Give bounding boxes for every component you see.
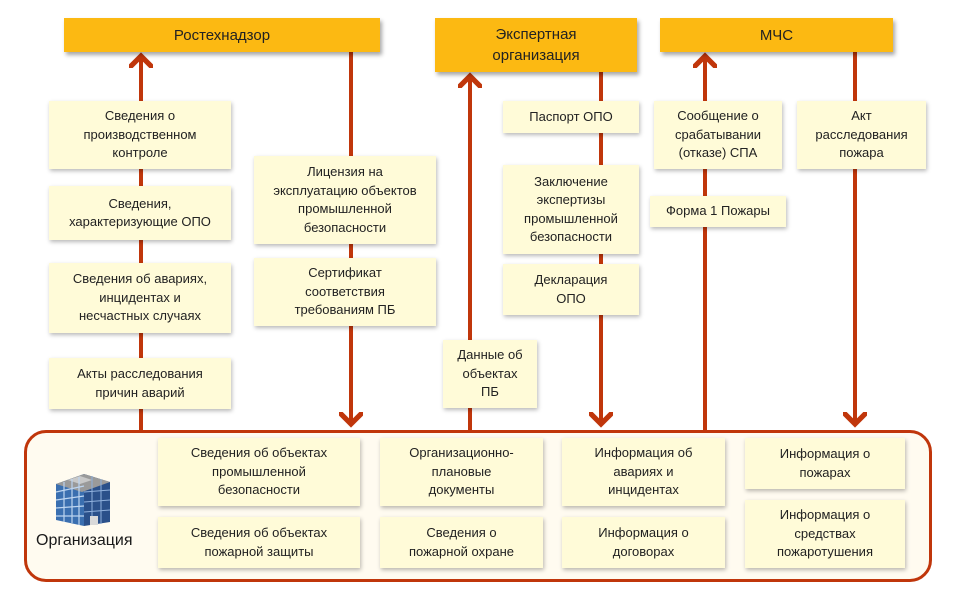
header-mchs-label: МЧС (759, 26, 794, 44)
box-form1-fires: Форма 1 Пожары (650, 196, 786, 227)
box-text: Декларация ОПО (534, 272, 608, 306)
box-text: Сведения об объектах пожарной защиты (190, 525, 328, 559)
org-item-accidents-incidents: Информация об авариях и инцидентах (562, 438, 725, 506)
box-text: Информация о средствах пожаротушения (777, 507, 873, 560)
box-opo-passport: Паспорт ОПО (503, 101, 639, 133)
box-expertise-conclusion: Заключение экспертизы промышленной безоп… (503, 165, 639, 254)
box-text: Акт расследования пожара (815, 108, 908, 161)
box-text: Информация об авариях и инцидентах (594, 445, 693, 498)
org-item-industrial-safety-objects: Сведения об объектах промышленной безопа… (158, 438, 360, 506)
organization-label: Организация (36, 532, 133, 549)
org-item-extinguishing-means: Информация о средствах пожаротушения (745, 500, 905, 568)
box-spa-message: Сообщение о срабатывании (отказе) СПА (654, 101, 782, 169)
box-license: Лицензия на эксплуатацию объектов промыш… (254, 156, 436, 244)
box-text: Сведения о производственном контроле (83, 108, 197, 161)
box-text: Форма 1 Пожары (666, 203, 770, 219)
box-text: Сведения, характеризующие ОПО (69, 195, 211, 230)
box-text: Сертификат соответствия требованиям ПБ (294, 265, 396, 318)
org-item-planning-documents: Организационно- плановые документы (380, 438, 543, 506)
box-accident-investigation-acts: Акты расследования причин аварий (49, 358, 231, 409)
box-text: Паспорт ОПО (529, 108, 613, 124)
box-pb-objects-data: Данные об объектах ПБ (443, 340, 537, 408)
org-item-fire-protection-objects: Сведения об объектах пожарной защиты (158, 517, 360, 568)
org-item-fires: Информация о пожарах (745, 438, 905, 489)
org-item-contracts: Информация о договорах (562, 517, 725, 568)
box-production-control-info: Сведения о производственном контроле (49, 101, 231, 169)
header-expert-organization: Экспертная организация (435, 18, 637, 72)
box-opo-declaration: Декларация ОПО (503, 264, 639, 315)
header-rostekhnadzor: Ростехнадзор (64, 18, 380, 52)
header-mchs: МЧС (660, 18, 893, 52)
box-text: Сообщение о срабатывании (отказе) СПА (674, 108, 762, 161)
box-fire-investigation-act: Акт расследования пожара (797, 101, 926, 169)
box-accidents-info: Сведения об авариях, инцидентах и несчас… (49, 263, 231, 333)
org-item-fire-brigade-info: Сведения о пожарной охране (380, 517, 543, 568)
header-rostekhnadzor-label: Ростехнадзор (173, 26, 271, 44)
header-expert-line1: Экспертная (495, 26, 577, 43)
box-text: Информация о договорах (598, 525, 689, 559)
box-text: Сведения об авариях, инцидентах и несчас… (72, 271, 208, 324)
box-certificate: Сертификат соответствия требованиям ПБ (254, 258, 436, 326)
box-text: Лицензия на эксплуатацию объектов промыш… (273, 164, 417, 235)
box-opo-characteristics: Сведения, характеризующие ОПО (49, 186, 231, 240)
box-text: Организационно- плановые документы (409, 445, 514, 498)
box-text: Заключение экспертизы промышленной безоп… (524, 173, 618, 245)
header-expert-line2: организация (492, 47, 580, 64)
box-text: Сведения о пожарной охране (408, 525, 514, 559)
box-text: Сведения об объектах промышленной безопа… (190, 445, 328, 498)
box-text: Информация о пожарах (779, 446, 871, 480)
box-text: Данные об объектах ПБ (457, 347, 523, 400)
box-text: Акты расследования причин аварий (77, 366, 203, 400)
office-building-icon (55, 474, 111, 526)
